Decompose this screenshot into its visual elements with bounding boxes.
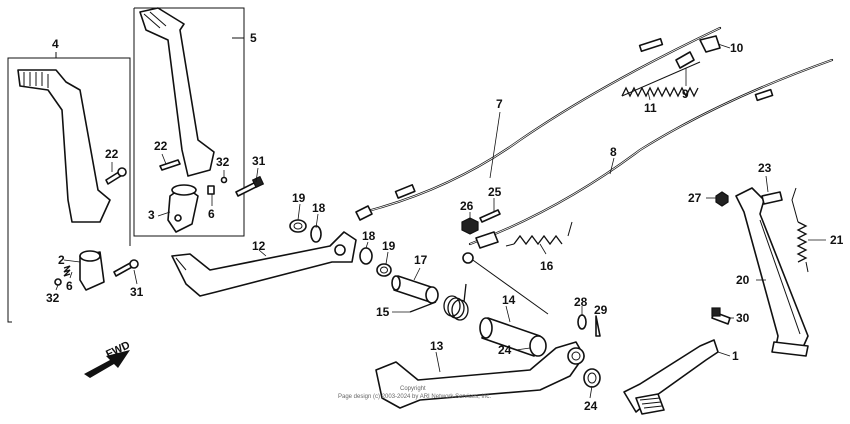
callout-11: 11 — [644, 101, 657, 115]
kick-bolt-31b — [235, 175, 265, 197]
callout-28: 28 — [574, 295, 588, 309]
leader-lines — [55, 43, 826, 399]
callout-18a: 18 — [312, 201, 326, 215]
kick-pin-6b — [207, 185, 215, 195]
washer-24b — [583, 368, 601, 388]
kick-bolt-22a — [105, 167, 127, 185]
nut-26 — [461, 217, 479, 235]
callout-22a: 22 — [105, 147, 119, 161]
callout-27: 27 — [688, 191, 702, 205]
callout-24a: 24 — [498, 343, 512, 357]
kick-arm-group-box — [133, 7, 245, 237]
brake-pedal-13 — [375, 341, 585, 409]
callout-2: 2 — [58, 253, 65, 267]
clutch-cable-7 — [355, 26, 722, 221]
kick-starter-arm-4 — [17, 69, 111, 223]
bolt-30 — [711, 307, 731, 325]
kick-boss-2 — [79, 250, 105, 291]
callout-13: 13 — [430, 339, 444, 353]
brake-pivot-shaft-17 — [391, 275, 439, 304]
callout-14: 14 — [502, 293, 516, 307]
callout-5: 5 — [250, 31, 257, 45]
callout-31a: 31 — [130, 285, 144, 299]
gear-shift-pedal-12 — [171, 231, 357, 297]
bolt-25 — [479, 209, 501, 223]
kick-starter-arm-5 — [139, 7, 215, 177]
washer-28 — [577, 314, 587, 330]
return-spring-15 — [409, 283, 469, 321]
callout-29: 29 — [594, 303, 608, 317]
copyright-watermark: Copyright Page design (c) 2003-2024 by A… — [338, 386, 491, 400]
kick-washer-32a — [54, 278, 62, 286]
shift-arm-1 — [623, 339, 719, 415]
brake-spring-16 — [505, 221, 573, 247]
fwd-arrow-icon: FWD — [84, 339, 132, 378]
callout-25: 25 — [488, 185, 502, 199]
brake-rod — [462, 231, 549, 315]
callout-7: 7 — [496, 97, 503, 111]
bolt-23 — [761, 191, 783, 205]
callout-8: 8 — [610, 145, 617, 159]
kick-bolt-31a — [113, 259, 139, 277]
callout-30: 30 — [736, 311, 750, 325]
callout-6b: 6 — [208, 207, 215, 221]
callout-16: 16 — [540, 259, 554, 273]
callout-12: 12 — [252, 239, 266, 253]
callout-10: 10 — [730, 41, 744, 55]
nut-27 — [715, 191, 729, 207]
callout-31b: 31 — [252, 154, 266, 168]
callout-9: 9 — [682, 87, 689, 101]
callout-18b: 18 — [362, 229, 376, 243]
callout-6a: 6 — [66, 279, 73, 293]
callout-32a: 32 — [46, 291, 60, 305]
callout-19b: 19 — [382, 239, 396, 253]
kick-bolt-22b — [159, 159, 181, 171]
callout-17: 17 — [414, 253, 428, 267]
callout-3: 3 — [148, 208, 155, 222]
callout-24b: 24 — [584, 399, 598, 413]
copyright-line-2: Page design (c) 2003-2024 by ARI Network… — [338, 394, 491, 400]
callout-20: 20 — [736, 273, 750, 287]
callout-23: 23 — [758, 161, 772, 175]
washer-19b — [376, 263, 392, 277]
cable-nut-10 — [699, 35, 721, 53]
kick-spring-6a — [63, 265, 71, 277]
collar-14 — [479, 317, 547, 357]
washer-18b — [359, 247, 373, 265]
washer-18a — [310, 225, 322, 243]
callout-22b: 22 — [154, 139, 168, 153]
washer-19a — [289, 219, 307, 233]
callout-1: 1 — [732, 349, 739, 363]
stand-spring-21 — [791, 187, 809, 273]
callout-labels: 4 5 22 22 32 31 3 6 2 6 32 31 12 19 18 1… — [46, 31, 844, 413]
callout-21: 21 — [830, 233, 844, 247]
side-stand-20 — [735, 187, 809, 357]
callout-19a: 19 — [292, 191, 306, 205]
kick-washer-32b — [220, 176, 228, 184]
cotter-pin-29 — [595, 315, 601, 337]
cable-adjuster-9 — [675, 51, 695, 69]
callout-4: 4 — [52, 37, 59, 51]
kick-pivot-3 — [167, 184, 199, 233]
cable-spring-11 — [621, 61, 701, 98]
callout-32b: 32 — [216, 155, 230, 169]
copyright-line-1: Copyright — [400, 386, 426, 392]
callout-15: 15 — [376, 305, 390, 319]
callout-26: 26 — [460, 199, 474, 213]
brake-cable-8 — [468, 58, 834, 246]
